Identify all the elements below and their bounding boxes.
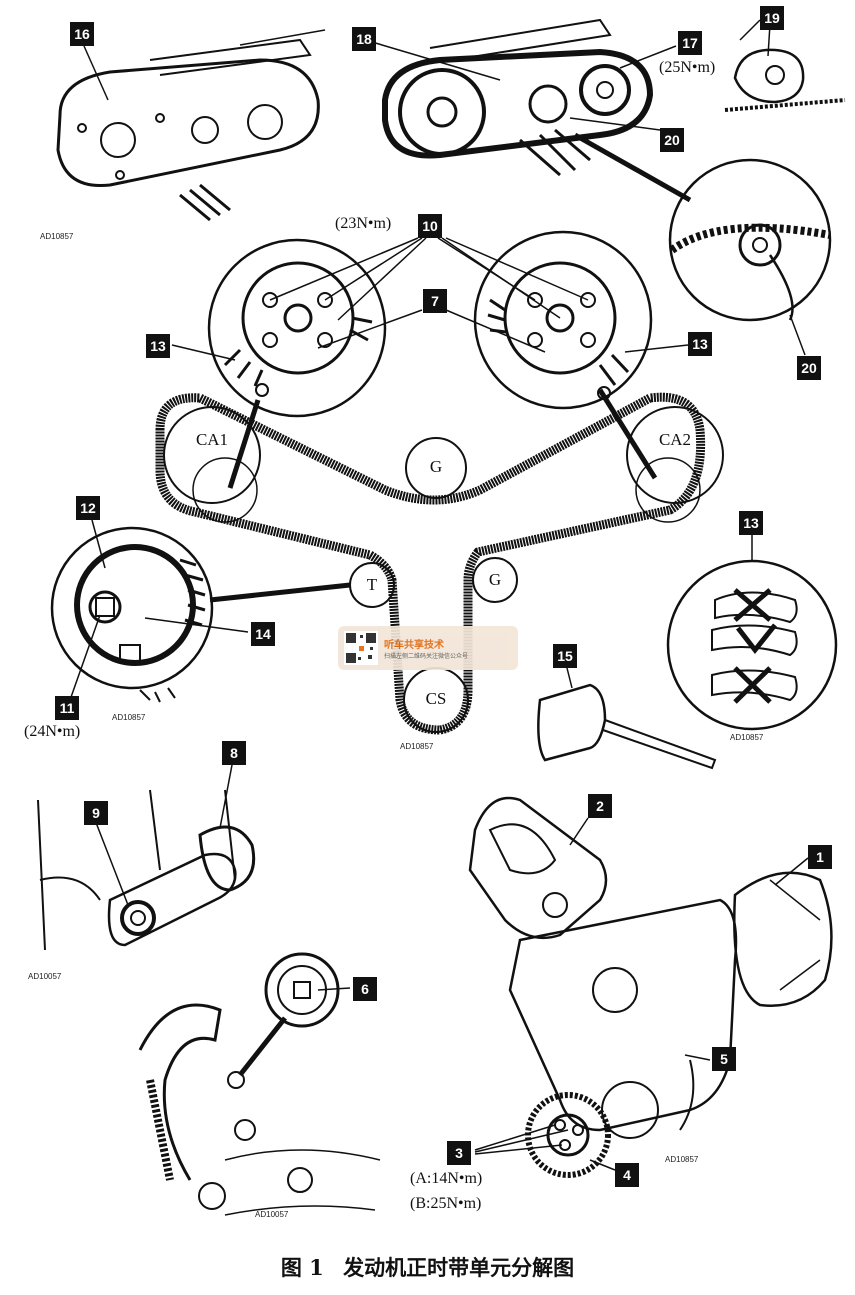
watermark-title: 听车共享技术 — [384, 640, 444, 651]
qr-code-icon — [344, 631, 378, 665]
drawing-code: AD10857 — [730, 733, 764, 742]
leader-lines-10 — [269, 237, 589, 321]
callout-18: 18 — [352, 27, 376, 51]
figure-caption: 图 1 发动机正时带单元分解图 — [0, 1252, 855, 1282]
diagram-artwork — [37, 18, 846, 1216]
callout-20-top: 20 — [660, 128, 684, 152]
callout-9: 9 — [84, 801, 108, 825]
watermark-subtitle: 扫描左侧二维码关注微信公众号 — [384, 653, 469, 660]
timing-belt-layout — [155, 392, 724, 735]
figure-title: 发动机正时带单元分解图 — [343, 1255, 575, 1280]
callout-6: 6 — [353, 977, 377, 1001]
figure-number: 图 1 — [280, 1255, 324, 1280]
callout-12: 12 — [76, 496, 100, 520]
callout-20-right: 20 — [797, 356, 821, 380]
callout-1: 1 — [808, 845, 832, 869]
callout-13-marks: 13 — [739, 511, 763, 535]
callout-13-right: 13 — [688, 332, 712, 356]
torque-label-11: (24N•m) — [24, 723, 81, 740]
callout-15: 15 — [553, 644, 577, 668]
torque-label-3b: (B:25N•m) — [410, 1195, 482, 1212]
pulley-label-crank: CS — [425, 689, 447, 708]
pulley-label-g-right: G — [488, 570, 502, 589]
watermark-badge: 听车共享技术 扫描左侧二维码关注微信公众号 — [338, 626, 518, 670]
callout-8: 8 — [222, 741, 246, 765]
callout-3: 3 — [447, 1141, 471, 1165]
pulley-label-tensioner: T — [366, 575, 378, 594]
special-tool-drawing — [537, 659, 717, 770]
drawing-code: AD10857 — [400, 742, 434, 751]
torque-label-17: (25N•m) — [659, 59, 716, 76]
right-cam-detail — [473, 230, 653, 410]
exploded-diagram: 16 18 17 19 20 10 7 13 13 20 12 13 14 11… — [24, 6, 846, 1219]
drawing-code: AD10857 — [40, 232, 74, 241]
tensioner-circle-detail — [50, 519, 351, 703]
drawing-code: AD10057 — [255, 1210, 289, 1219]
callout-4: 4 — [615, 1163, 639, 1187]
leader-lines-7 — [317, 309, 546, 353]
detail-circle-20 — [573, 132, 832, 356]
callout-16: 16 — [70, 22, 94, 46]
callout-7: 7 — [423, 289, 447, 313]
torque-label-3a: (A:14N•m) — [410, 1170, 483, 1187]
belt-removal-drawing — [382, 18, 654, 177]
drawing-code: AD10857 — [112, 713, 146, 722]
leader-lines-top — [83, 23, 771, 131]
torque-label-10: (23N•m) — [335, 215, 392, 232]
idler-shaft-drawing — [37, 764, 256, 951]
drawing-code: AD10057 — [28, 972, 62, 981]
left-cam-detail — [207, 238, 387, 418]
timing-cover-drawing — [56, 29, 326, 222]
callout-10: 10 — [418, 214, 442, 238]
cover-assembly-drawing — [468, 796, 833, 1178]
callout-17: 17 — [678, 31, 702, 55]
plug-detail-drawing — [138, 952, 381, 1216]
pulley-label-ca2: CA2 — [658, 430, 692, 449]
drawing-code: AD10857 — [665, 1155, 699, 1164]
pulley-label-g-top: G — [429, 457, 443, 476]
callout-2: 2 — [588, 794, 612, 818]
callout-19: 19 — [760, 6, 784, 30]
tensioner-detail-drawing — [724, 19, 846, 112]
belt-marks-detail — [666, 535, 838, 731]
callout-11: 11 — [55, 696, 79, 720]
pulley-label-ca1: CA1 — [195, 430, 229, 449]
callout-14: 14 — [251, 622, 275, 646]
callout-13-left: 13 — [146, 334, 170, 358]
callout-5: 5 — [712, 1047, 736, 1071]
